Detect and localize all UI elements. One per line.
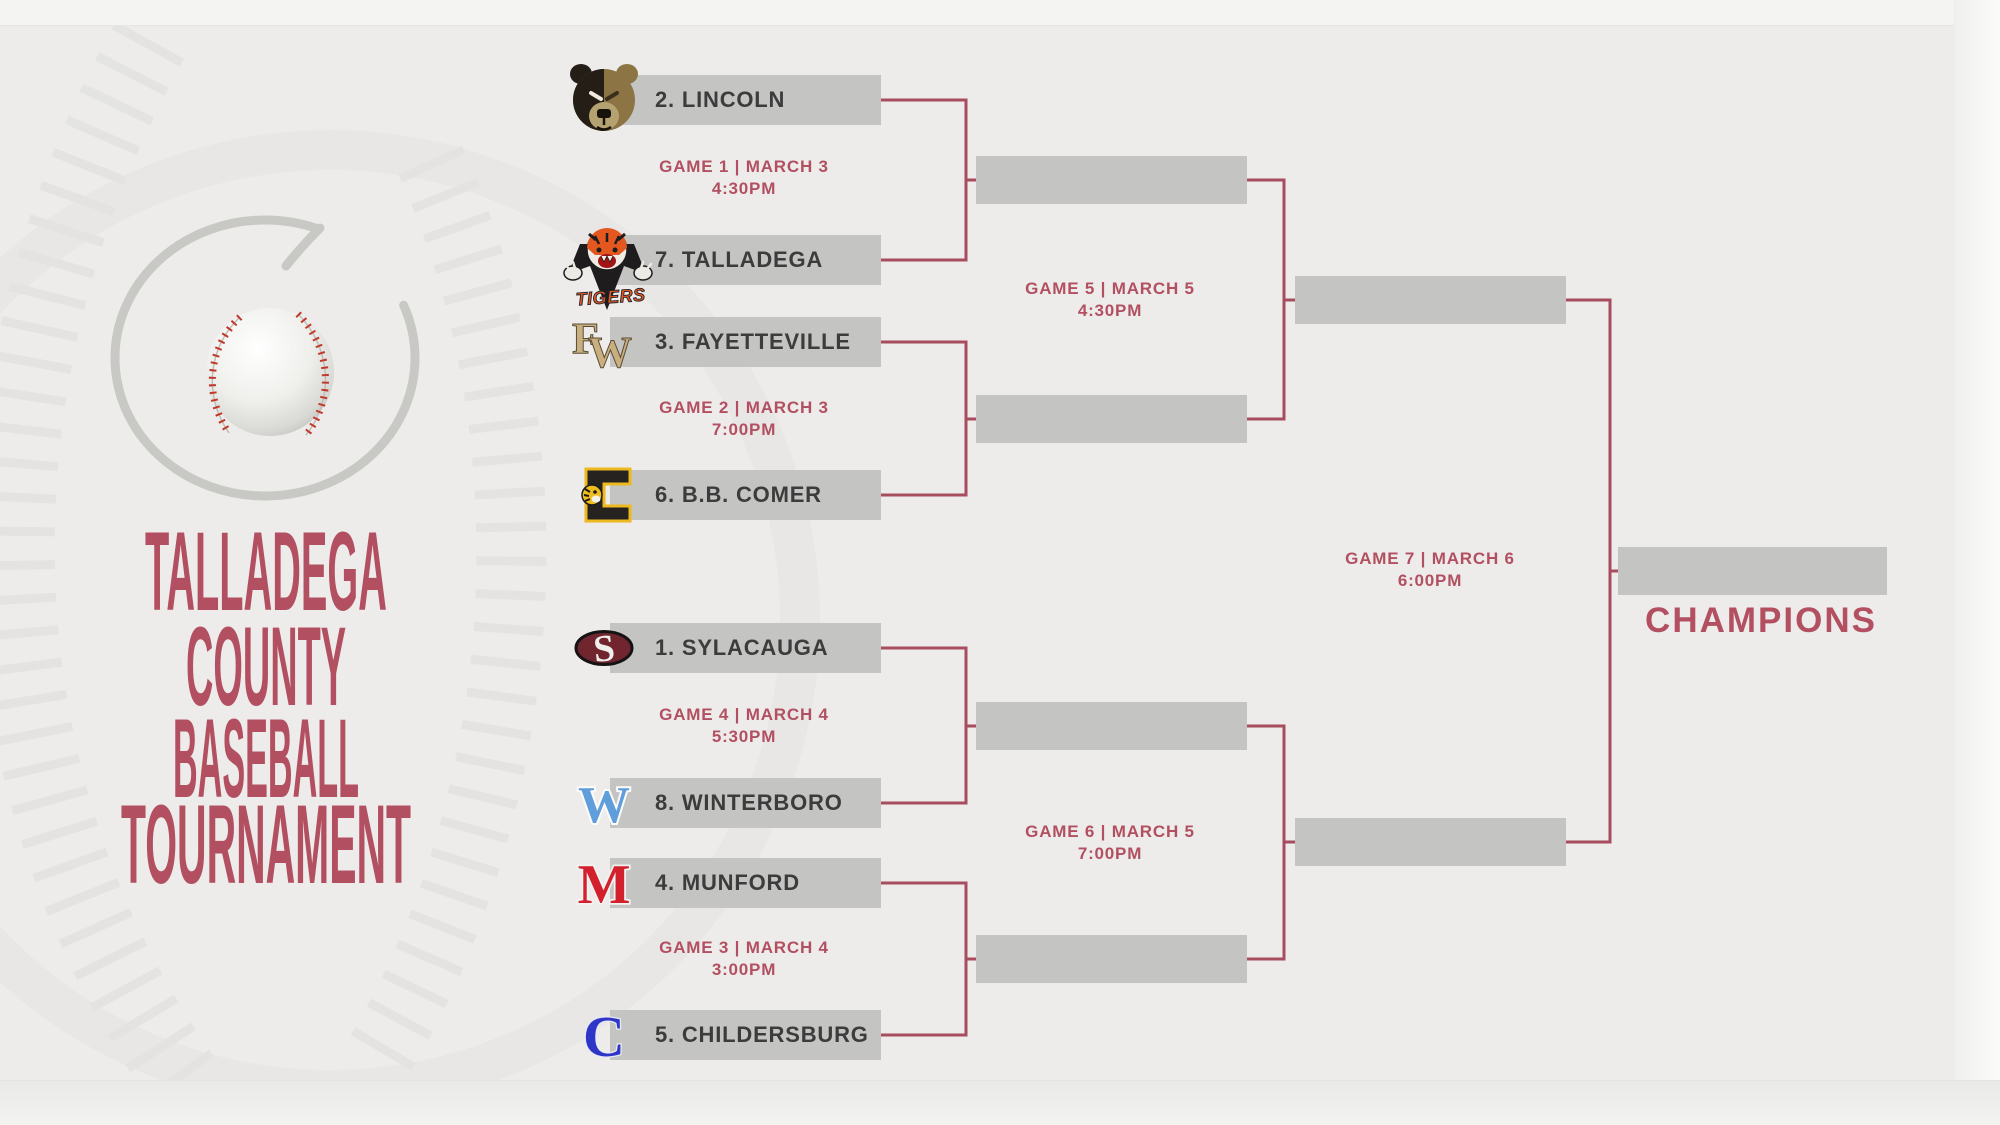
title-line-1: TALLADEGA <box>145 509 387 634</box>
game-3-time: 3:00PM <box>711 960 777 979</box>
bracket-connector-game6 <box>1247 724 1296 961</box>
game-5-label: GAME 5 | MARCH 5 4:30PM <box>1025 278 1195 322</box>
game-3-label: GAME 3 | MARCH 4 3:00PM <box>659 937 829 981</box>
team-name-talladega: 7. TALLADEGA <box>655 247 824 272</box>
bracket-connector-game7 <box>1566 298 1619 844</box>
swoosh-icon <box>110 215 420 501</box>
game-2-time: 7:00PM <box>711 420 777 439</box>
title-line-4: TOURNAMENT <box>121 782 411 907</box>
winner-slot-game1 <box>976 156 1247 204</box>
watermark-seam-right <box>340 145 547 1089</box>
game-6-label: GAME 6 | MARCH 5 7:00PM <box>1025 821 1195 865</box>
game-4-label: GAME 4 | MARCH 4 5:30PM <box>659 704 829 748</box>
m-letter-icon: M <box>576 857 632 909</box>
game-7-time: 6:00PM <box>1397 571 1463 590</box>
title-line-3: BASEBALL <box>173 696 359 821</box>
watermark-seam-left <box>0 20 222 1114</box>
game-5-time: 4:30PM <box>1077 301 1143 320</box>
tigers-wordmark: TIGERS <box>575 285 646 310</box>
game-6-date: GAME 6 | MARCH 5 <box>1025 822 1195 841</box>
game-1-date: GAME 1 | MARCH 3 <box>659 157 829 176</box>
team-bar-childersburg: 5. CHILDERSBURG <box>610 1010 881 1060</box>
team-bar-fayetteville: 3. FAYETTEVILLE <box>610 317 881 367</box>
block-c-tiger-icon <box>581 467 632 523</box>
team-bar-bb-comer: 6. B.B. COMER <box>610 470 881 520</box>
game-3-date: GAME 3 | MARCH 4 <box>659 938 829 957</box>
game-7-date: GAME 7 | MARCH 6 <box>1345 549 1515 568</box>
tiger-icon: TIGERS <box>563 228 653 310</box>
fw-letter-f: F <box>572 315 599 363</box>
team-name-sylacauga: 1. SYLACAUGA <box>655 635 829 660</box>
paper-edge-bottom <box>0 1080 2000 1125</box>
champion-slot <box>1618 547 1887 595</box>
team-name-childersburg: 5. CHILDERSBURG <box>655 1022 869 1047</box>
fw-monogram-icon: F W <box>572 315 633 369</box>
winner-slot-game6 <box>1295 818 1566 866</box>
swoosh-tail <box>281 223 325 271</box>
team-name-fayetteville: 3. FAYETTEVILLE <box>655 329 851 354</box>
winner-slot-game4 <box>976 702 1247 750</box>
baseball-icon <box>206 308 334 438</box>
game-4-time: 5:30PM <box>711 727 777 746</box>
winner-slot-game5 <box>1295 276 1566 324</box>
game-2-date: GAME 2 | MARCH 3 <box>659 398 829 417</box>
game-1-label: GAME 1 | MARCH 3 4:30PM <box>659 156 829 200</box>
game-2-label: GAME 2 | MARCH 3 7:00PM <box>659 397 829 441</box>
bracket-connector-game1 <box>881 98 977 262</box>
winterboro-letter-w: W <box>578 778 630 828</box>
paper-edge-top <box>0 0 2000 26</box>
w-letter-icon: W <box>576 778 634 828</box>
title-line-2: COUNTY <box>186 604 346 729</box>
paper-edge-right <box>1954 0 2000 1125</box>
team-name-lincoln: 2. LINCOLN <box>655 87 786 112</box>
team-name-winterboro: 8. WINTERBORO <box>655 790 843 815</box>
game-7-label: GAME 7 | MARCH 6 6:00PM <box>1345 548 1515 592</box>
winner-slot-game2 <box>976 395 1247 443</box>
team-bar-winterboro: 8. WINTERBORO <box>610 778 881 828</box>
game-1-time: 4:30PM <box>711 179 777 198</box>
game-4-date: GAME 4 | MARCH 4 <box>659 705 829 724</box>
childersburg-letter-c: C <box>583 1008 625 1062</box>
bracket-connector-game3 <box>881 881 977 1037</box>
bracket-connector-game2 <box>881 340 977 497</box>
winner-slot-game3 <box>976 935 1247 983</box>
bear-icon <box>570 64 638 131</box>
game-5-date: GAME 5 | MARCH 5 <box>1025 279 1195 298</box>
team-bar-talladega: 7. TALLADEGA <box>610 235 881 285</box>
sylacauga-letter-s: S <box>591 628 616 668</box>
team-bar-sylacauga: 1. SYLACAUGA <box>610 623 881 673</box>
game-6-time: 7:00PM <box>1077 844 1143 863</box>
champions-label: CHAMPIONS <box>1645 601 1877 640</box>
bracket-connector-game4 <box>881 646 977 805</box>
bracket-connector-game5 <box>1247 178 1296 421</box>
s-oval-icon: S <box>574 628 634 668</box>
team-bar-munford: 4. MUNFORD <box>610 858 881 908</box>
munford-letter-m: M <box>578 857 631 909</box>
c-letter-icon: C <box>582 1008 626 1062</box>
team-name-munford: 4. MUNFORD <box>655 870 800 895</box>
team-bar-lincoln: 2. LINCOLN <box>610 75 881 125</box>
team-name-bb-comer: 6. B.B. COMER <box>655 482 822 507</box>
fw-letter-w: W <box>588 328 632 369</box>
